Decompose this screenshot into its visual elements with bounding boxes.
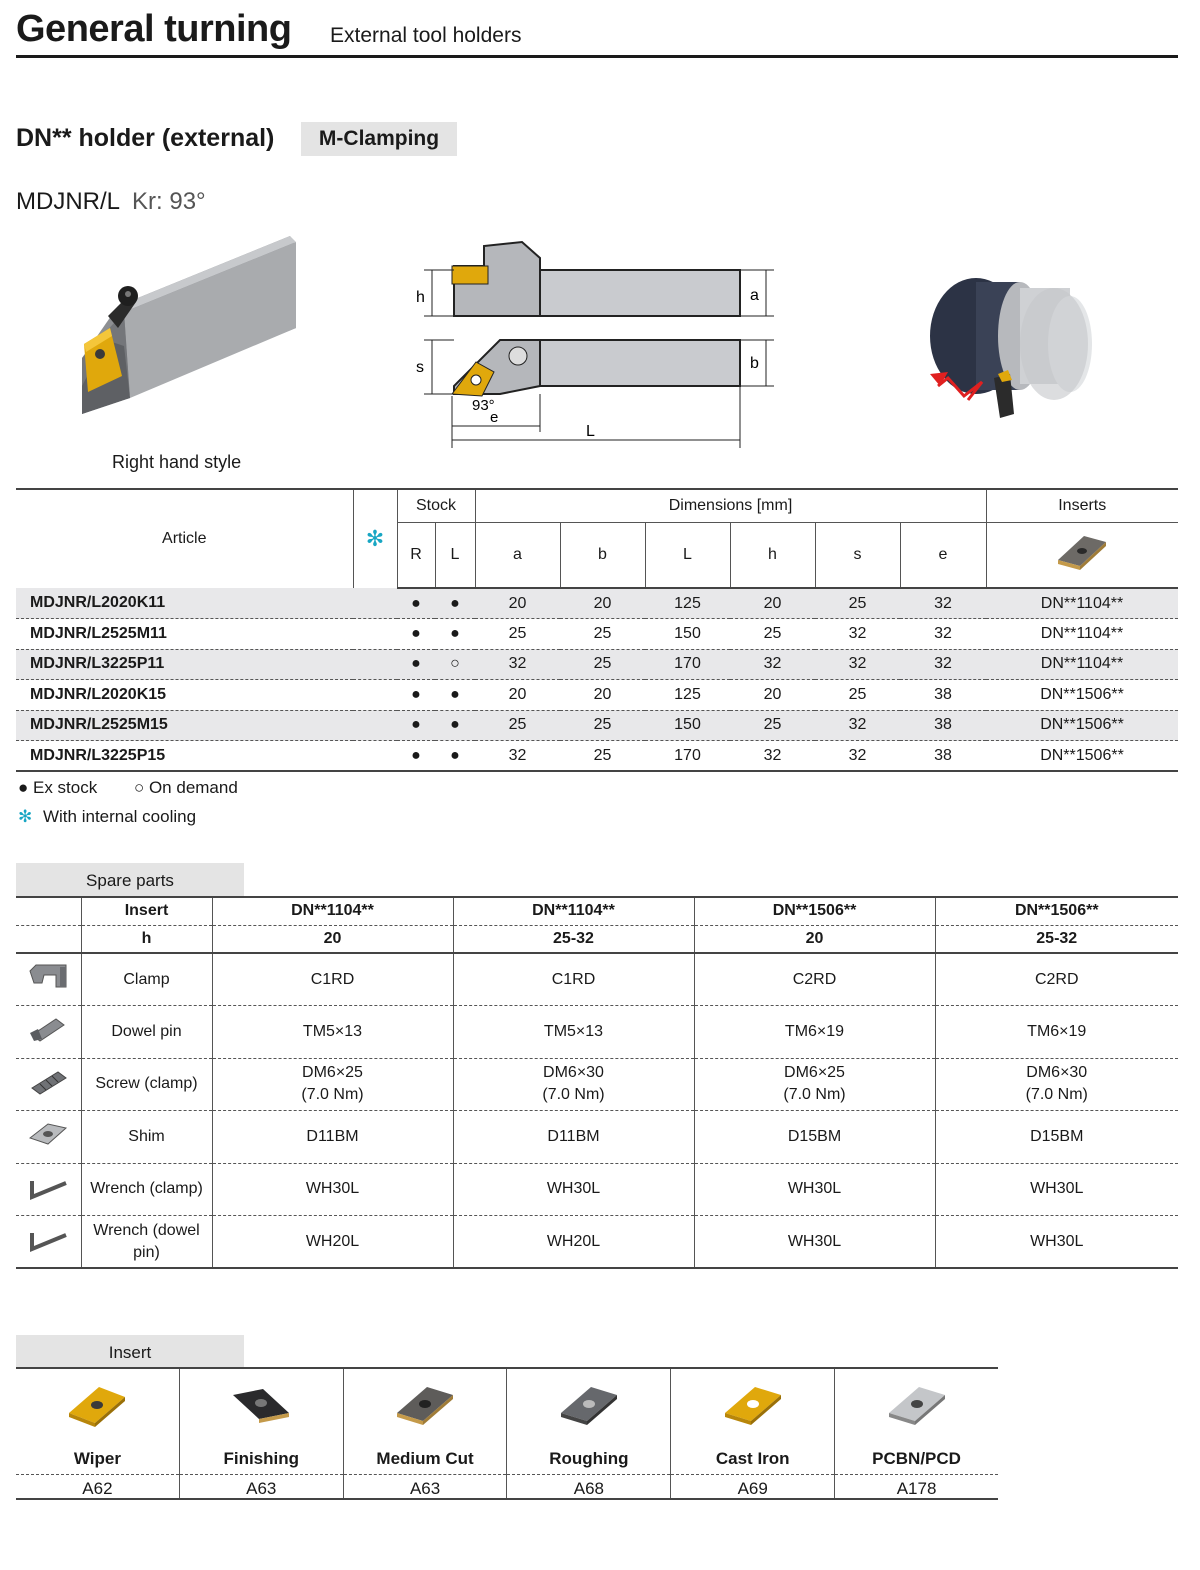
table-row: Shim D11BM D11BM D15BM D15BM (16, 1110, 1178, 1164)
table-row: Wrench (dowel pin) WH20L WH20L WH30L WH3… (16, 1215, 1178, 1269)
header-s: s (814, 521, 900, 589)
insert-section-label: Insert (16, 1335, 244, 1368)
drawing-label-angle: 93° (472, 397, 495, 414)
drawing-label-b: b (750, 355, 759, 372)
cooling-icon: ✻ (365, 526, 385, 551)
technical-drawing: h a s b 93° e L (410, 236, 780, 456)
clamp-icon (29, 964, 67, 988)
insert-grid: Wiper A62 Finishing A63 Medium Cut A63 R… (16, 1367, 998, 1500)
header-stock: Stock (396, 488, 475, 522)
model-heading: MDJNR/L Kr: 93° (16, 188, 206, 216)
clamping-tag: M-Clamping (301, 122, 457, 156)
cooling-legend-icon: ✻ (18, 807, 33, 826)
header-a: a (474, 521, 560, 589)
section-title: DN** holder (external) (16, 124, 275, 152)
legend-stock: ● Ex stock ○ On demand (18, 778, 238, 798)
header-cooling: ✻ (352, 488, 397, 588)
legend-on-demand: ○ On demand (133, 778, 238, 797)
pcbn-pcd-insert-icon (888, 1387, 945, 1425)
table-row: Screw (clamp) DM6×25(7.0 Nm) DM6×30(7.0 … (16, 1058, 1178, 1111)
header-r: R (396, 521, 435, 589)
insert-icon-cell (985, 521, 1178, 589)
model-name: MDJNR/L (16, 188, 121, 215)
screw-icon (31, 1071, 68, 1095)
drawing-label-s: s (416, 359, 424, 376)
header-inserts: Inserts (985, 488, 1178, 522)
header-dimensions: Dimensions [mm] (474, 488, 986, 522)
table-row: Dowel pin TM5×13 TM5×13 TM6×19 TM6×19 (16, 1005, 1178, 1059)
table-row: Clamp C1RD C1RD C2RD C2RD (16, 953, 1178, 1006)
page-subtitle: External tool holders (330, 24, 522, 47)
finishing-insert-icon (233, 1389, 290, 1423)
tool-holder-image (78, 236, 300, 416)
insert-item-cast-iron: Cast Iron A69 (670, 1369, 835, 1498)
page-title: General turning (16, 8, 292, 50)
insert-item-pcbn-pcd: PCBN/PCD A178 (834, 1369, 998, 1498)
drawing-label-a: a (750, 287, 759, 304)
header-length: L (644, 521, 730, 589)
image-caption: Right hand style (112, 452, 242, 472)
wrench-icon (30, 1233, 68, 1252)
dowel-pin-icon (30, 1018, 66, 1042)
model-kr: Kr: 93° (132, 188, 206, 215)
insert-item-finishing: Finishing A63 (178, 1369, 343, 1498)
legend-cooling: ✻ With internal cooling (18, 807, 196, 827)
workpiece-image (924, 274, 1096, 418)
wiper-insert-icon (69, 1387, 126, 1427)
header-article: Article (16, 488, 353, 588)
legend-ex-stock: ● Ex stock (18, 778, 98, 797)
insert-item-roughing: Roughing A68 (506, 1369, 671, 1498)
spare-parts-table: Insert DN**1104** DN**1104** DN**1506** … (16, 896, 1178, 1269)
shim-icon (29, 1123, 68, 1145)
articles-table: Article ✻ Stock Dimensions [mm] Inserts … (16, 488, 1178, 772)
roughing-insert-icon (560, 1387, 617, 1425)
cast-iron-insert-icon (724, 1387, 781, 1425)
header-b: b (559, 521, 645, 589)
header-h: h (729, 521, 815, 589)
insert-item-wiper: Wiper A62 (16, 1369, 179, 1498)
spare-parts-label: Spare parts (16, 863, 244, 896)
drawing-label-e: e (490, 409, 498, 426)
dn-insert-icon (1058, 536, 1107, 571)
spare-header-insert: Insert (80, 897, 212, 926)
wrench-icon (30, 1180, 68, 1200)
header-e: e (899, 521, 986, 589)
legend-cooling-text: With internal cooling (42, 807, 197, 826)
insert-item-medium-cut: Medium Cut A63 (342, 1369, 507, 1498)
drawing-label-h: h (416, 289, 425, 306)
medium-cut-insert-icon (397, 1387, 454, 1425)
page-header: General turning External tool holders (16, 6, 1178, 58)
table-row: Wrench (clamp) WH30L WH30L WH30L WH30L (16, 1163, 1178, 1216)
spare-header-h: h (80, 925, 212, 954)
drawing-label-L: L (586, 423, 595, 440)
header-l: L (434, 521, 475, 589)
